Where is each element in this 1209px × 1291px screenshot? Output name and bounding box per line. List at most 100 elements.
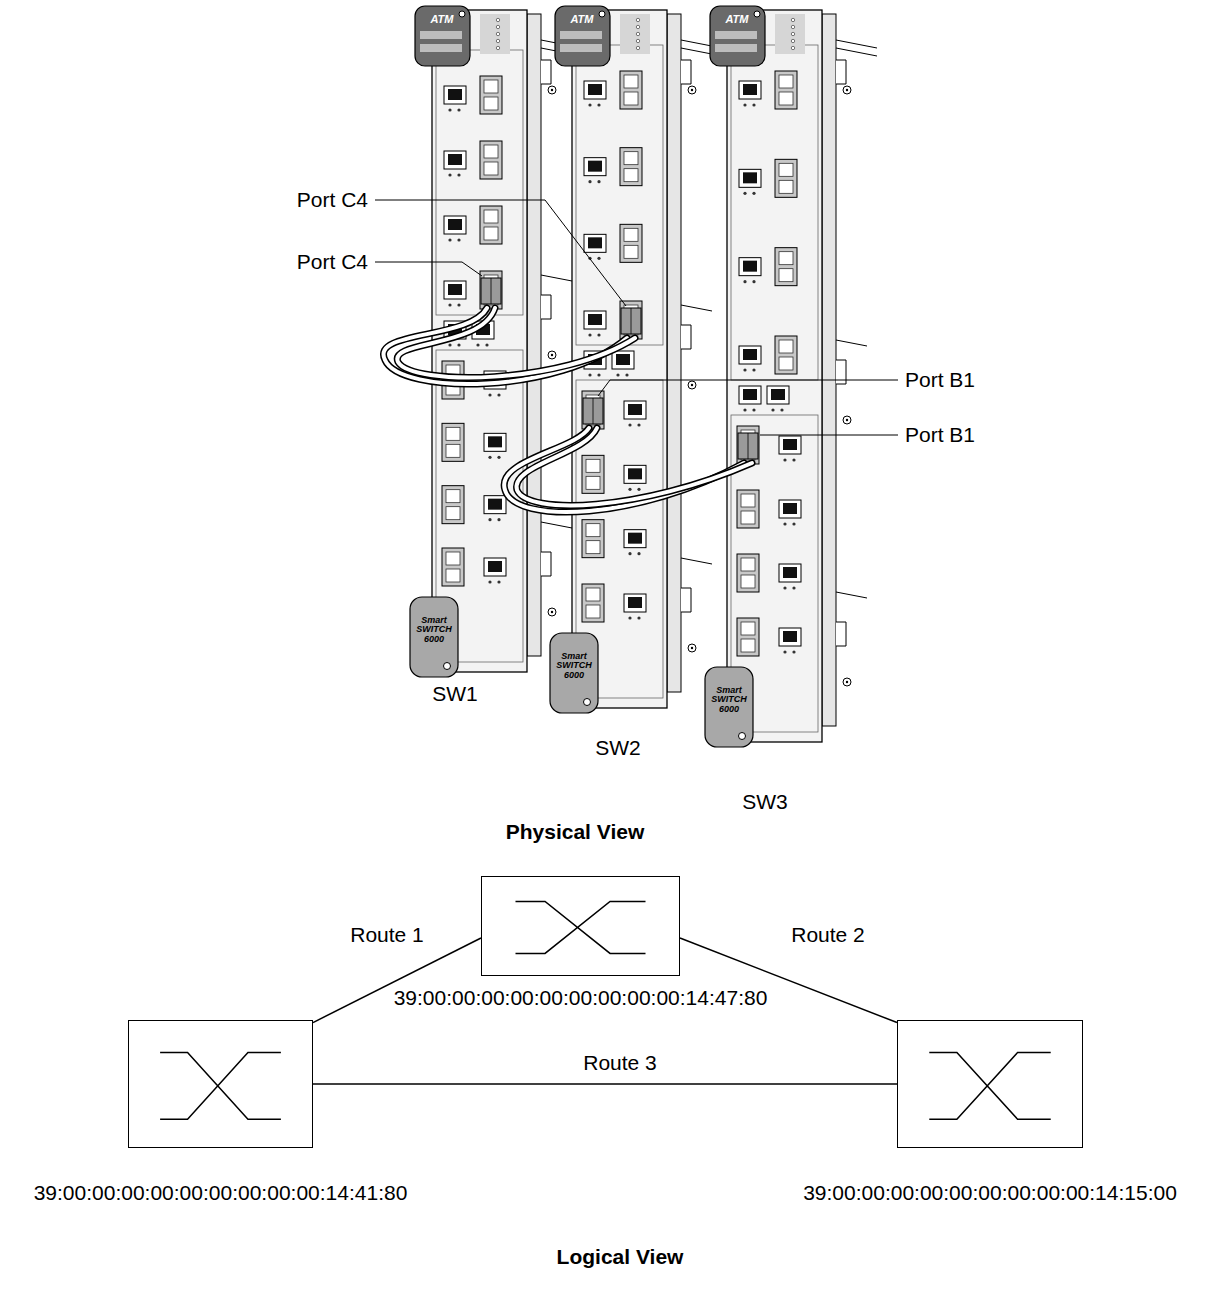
fiber-port bbox=[620, 301, 642, 339]
bottom-ejector bbox=[705, 667, 753, 747]
port-label: Port C4 bbox=[297, 250, 368, 274]
rail-notch bbox=[681, 325, 691, 349]
rj45-port bbox=[444, 281, 466, 307]
switch-node: 39:00:00:00:00:00:00:00:00:00:14:15:00 bbox=[897, 1020, 1083, 1148]
cable-plug bbox=[481, 278, 501, 304]
chassis-rail bbox=[836, 592, 867, 598]
port-label: Port B1 bbox=[905, 423, 975, 447]
chassis-rail bbox=[836, 40, 877, 48]
bottom-ejector bbox=[550, 633, 598, 713]
rj45-port bbox=[584, 158, 606, 184]
switch-name: SW1 bbox=[432, 682, 478, 706]
fiber-port bbox=[737, 490, 759, 528]
rail-screw bbox=[688, 381, 696, 389]
rail-screw bbox=[688, 86, 696, 94]
switch-symbol bbox=[482, 877, 679, 975]
rail-notch bbox=[681, 588, 691, 612]
switch-glyph bbox=[515, 902, 645, 954]
fiber-port bbox=[620, 71, 642, 109]
rail-screw bbox=[548, 351, 556, 359]
rail-screw bbox=[548, 608, 556, 616]
rj45-port bbox=[612, 351, 634, 377]
upper-module bbox=[731, 45, 818, 380]
chassis-rail bbox=[681, 558, 712, 564]
switch-name: SW3 bbox=[742, 790, 788, 814]
route-label: Route 1 bbox=[347, 923, 427, 947]
rail-notch bbox=[541, 60, 551, 84]
rj45-port bbox=[779, 628, 801, 654]
status-led bbox=[791, 18, 794, 21]
card-rail bbox=[527, 14, 541, 656]
status-led bbox=[636, 39, 639, 42]
chassis-rail bbox=[681, 305, 712, 311]
rj45-port bbox=[484, 433, 506, 459]
cable-outline bbox=[397, 308, 635, 377]
rj45-port bbox=[444, 216, 466, 242]
status-led bbox=[636, 32, 639, 35]
fiber-port bbox=[480, 76, 502, 114]
route-link bbox=[313, 938, 481, 1023]
port-label: Port C4 bbox=[297, 188, 368, 212]
top-ejector bbox=[555, 6, 610, 66]
fiber-port bbox=[775, 248, 797, 286]
fiber-port bbox=[737, 554, 759, 592]
status-led bbox=[636, 25, 639, 28]
cable-plug bbox=[738, 433, 758, 459]
fiber-port bbox=[737, 618, 759, 656]
status-led bbox=[636, 46, 639, 49]
fiber-port bbox=[582, 455, 604, 493]
leader-line bbox=[598, 380, 898, 396]
fiber-port bbox=[442, 423, 464, 461]
switch-box bbox=[481, 876, 680, 976]
rail-screw bbox=[688, 644, 696, 652]
status-led bbox=[791, 46, 794, 49]
route-link bbox=[313, 1083, 897, 1085]
upper-module bbox=[576, 45, 663, 345]
rj45-port bbox=[584, 81, 606, 107]
rj45-port bbox=[779, 564, 801, 590]
brand-label: Smart SWITCH 6000 bbox=[709, 686, 749, 714]
status-led bbox=[496, 25, 499, 28]
switch-symbol bbox=[129, 1021, 312, 1147]
switch-box bbox=[897, 1020, 1083, 1148]
fiber-port bbox=[480, 271, 502, 309]
brand-label: Smart SWITCH 6000 bbox=[554, 652, 594, 680]
rail-notch bbox=[541, 552, 551, 576]
chassis-rail bbox=[541, 275, 572, 281]
led-block bbox=[775, 14, 805, 54]
bottom-ejector bbox=[410, 597, 458, 677]
rail-screw bbox=[548, 86, 556, 94]
ejector-label: ATM bbox=[725, 13, 748, 26]
view-caption: Physical View bbox=[506, 820, 645, 844]
cable-outline bbox=[517, 428, 752, 505]
rail-screw bbox=[843, 678, 851, 686]
chassis-rail bbox=[836, 340, 867, 346]
switch-node: 39:00:00:00:00:00:00:00:00:00:14:41:80 bbox=[128, 1020, 313, 1148]
chassis-rail bbox=[541, 522, 572, 528]
status-led bbox=[791, 39, 794, 42]
switch-card bbox=[550, 6, 722, 713]
fiber-port bbox=[620, 148, 642, 186]
chassis-rail bbox=[836, 48, 877, 56]
atm-address: 39:00:00:00:00:00:00:00:00:00:14:47:80 bbox=[394, 986, 768, 1010]
route-label: Route 2 bbox=[788, 923, 868, 947]
status-led bbox=[791, 25, 794, 28]
fiber-port bbox=[480, 141, 502, 179]
ejector-label: ATM bbox=[570, 13, 593, 26]
rail-screw bbox=[843, 86, 851, 94]
leader-line bbox=[375, 262, 482, 276]
switch-symbol bbox=[898, 1021, 1082, 1147]
rj45-port bbox=[779, 500, 801, 526]
rj45-port bbox=[779, 436, 801, 462]
cable-core bbox=[517, 428, 752, 505]
fiber-port bbox=[582, 520, 604, 558]
rj45-port bbox=[739, 258, 761, 284]
fiber-port bbox=[737, 426, 759, 464]
rj45-port bbox=[444, 86, 466, 112]
rail-screw bbox=[843, 416, 851, 424]
route-label: Route 3 bbox=[580, 1051, 660, 1075]
status-led bbox=[496, 18, 499, 21]
rj45-port bbox=[767, 386, 789, 412]
leader-line bbox=[375, 200, 626, 306]
